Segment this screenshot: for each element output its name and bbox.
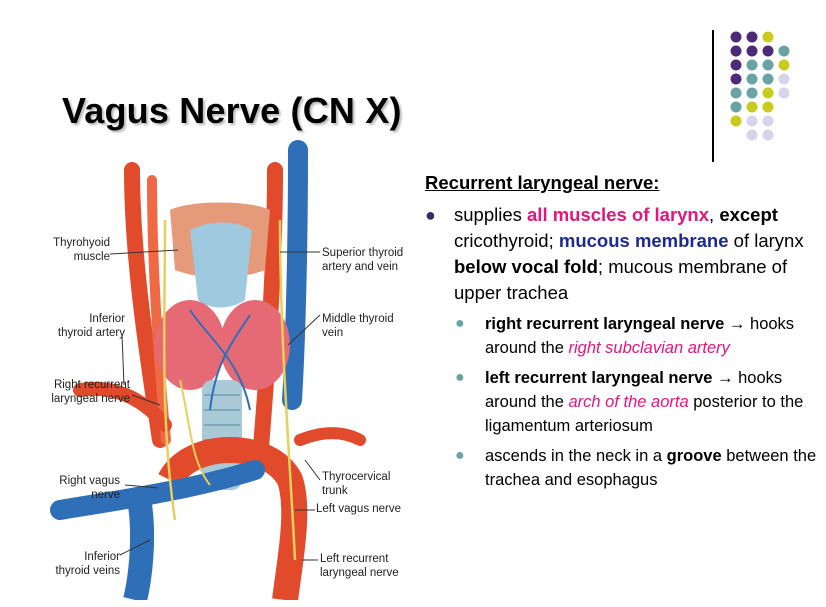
decorative-dot xyxy=(762,129,774,141)
sub-bullet-dot-icon: ● xyxy=(455,369,465,386)
decorative-dot xyxy=(746,115,758,127)
notes-panel: Recurrent laryngeal nerve: ● supplies al… xyxy=(425,172,820,492)
decorative-dot xyxy=(730,31,742,43)
sub-bullet-right: ● right recurrent laryngeal nerve → hook… xyxy=(425,312,820,360)
decorative-dot xyxy=(778,87,790,99)
sub-bullet-dot-icon: ● xyxy=(455,447,465,464)
decorative-dot xyxy=(778,73,790,85)
label-left-vagus-nerve: Left vagus nerve xyxy=(316,503,402,515)
s2-d: posterior to the ligamentum arteriosum xyxy=(485,393,804,435)
decorative-dot xyxy=(762,59,774,71)
decorative-dot xyxy=(746,45,758,57)
decorative-dot-grid xyxy=(730,31,790,141)
decorative-dot xyxy=(730,101,742,113)
main-bullet: ● supplies all muscles of larynx, except… xyxy=(425,202,820,306)
s3-c: between the trachea and esophagus xyxy=(485,447,817,489)
b1-t3: , xyxy=(709,204,720,225)
s1-a: right recurrent laryngeal nerve xyxy=(485,315,725,333)
s2-c: arch of the aorta xyxy=(568,393,689,411)
s1-c: right subclavian artery xyxy=(568,339,730,357)
decorative-dot xyxy=(746,129,758,141)
decorative-dot xyxy=(762,73,774,85)
decorative-dot xyxy=(762,87,774,99)
decorative-dot xyxy=(746,31,758,43)
sub-bullet-groove: ● ascends in the neck in a groove betwee… xyxy=(425,444,820,492)
decorative-dot xyxy=(730,115,742,127)
neck-anatomy-illustration xyxy=(50,140,366,603)
decorative-divider xyxy=(712,30,714,162)
decorative-dot xyxy=(778,59,790,71)
decorative-dot xyxy=(730,45,742,57)
slide-title: Vagus Nerve (CN X) xyxy=(62,90,402,131)
decorative-dot xyxy=(730,59,742,71)
b1-t9: ; mucous membrane of upper trachea xyxy=(454,256,788,303)
decorative-dot xyxy=(762,31,774,43)
decorative-dot xyxy=(762,101,774,113)
decorative-dot xyxy=(762,45,774,57)
b1-t1: supplies xyxy=(454,204,528,225)
b1-t6: mucous membrane xyxy=(558,230,729,251)
decorative-dot xyxy=(746,59,758,71)
decorative-dot xyxy=(762,115,774,127)
b1-t2: all muscles of larynx xyxy=(527,204,710,225)
b1-t4: except xyxy=(719,204,778,225)
decorative-dot xyxy=(730,73,742,85)
decorative-dot xyxy=(730,87,742,99)
sub-bullet-dot-icon: ● xyxy=(455,315,465,332)
s1-b: → hooks around the xyxy=(485,315,795,357)
b1-t5: cricothyroid; xyxy=(454,230,559,251)
b1-t7: of larynx xyxy=(728,230,804,251)
sub-bullet-left: ● left recurrent laryngeal nerve → hooks… xyxy=(425,366,820,438)
s2-b: → hooks around the xyxy=(485,369,783,411)
bullet-dot-icon: ● xyxy=(425,205,436,225)
b1-t8: below vocal fold xyxy=(454,256,598,277)
decorative-dot xyxy=(746,73,758,85)
s2-a: left recurrent laryngeal nerve xyxy=(485,369,713,387)
decorative-dot xyxy=(746,101,758,113)
s3-a: ascends in the neck in a xyxy=(485,447,667,465)
notes-heading: Recurrent laryngeal nerve: xyxy=(425,172,660,193)
decorative-dot xyxy=(746,87,758,99)
s3-b: groove xyxy=(666,447,722,465)
decorative-dot xyxy=(778,45,790,57)
